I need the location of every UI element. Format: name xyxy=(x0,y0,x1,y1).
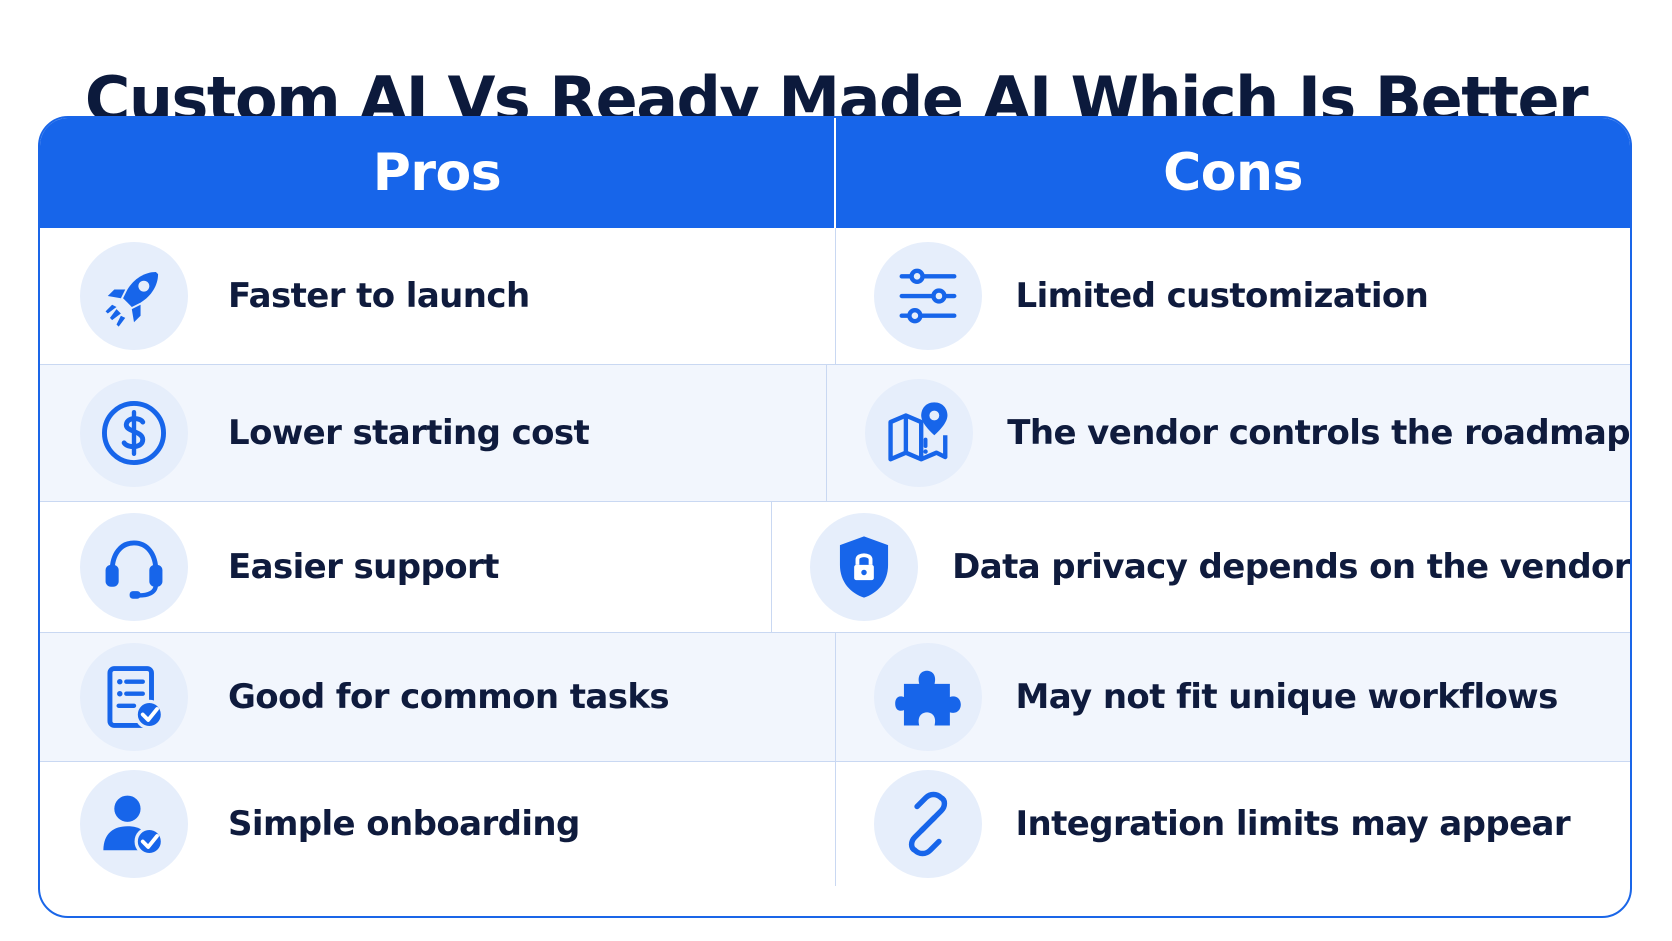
puzzle-icon xyxy=(873,643,982,751)
link-icon xyxy=(873,770,982,878)
pro-text: Good for common tasks xyxy=(228,677,670,717)
dollar-icon xyxy=(80,379,188,487)
pro-cell: Lower starting cost xyxy=(40,365,826,501)
pro-cell: Good for common tasks xyxy=(40,633,835,761)
con-cell: May not fit unique workflows xyxy=(834,633,1631,761)
con-cell: The vendor controls the roadmap xyxy=(826,365,1630,501)
table-row: Good for common tasks May not fit unique… xyxy=(40,632,1630,761)
table-header: Pros Cons xyxy=(40,118,1630,228)
checklist-icon xyxy=(80,643,188,751)
table-row: Easier support Data privacy depends on t… xyxy=(40,501,1630,632)
pro-text: Faster to launch xyxy=(228,276,530,316)
pro-cell: Easier support xyxy=(40,502,771,632)
con-cell: Data privacy depends on the vendor xyxy=(771,502,1630,632)
pro-text: Simple onboarding xyxy=(228,804,580,844)
pro-text: Lower starting cost xyxy=(228,413,590,453)
sliders-icon xyxy=(873,242,982,350)
table-body: Faster to launch xyxy=(40,228,1630,916)
table-row: Lower starting cost The vendor controls … xyxy=(40,364,1630,501)
pro-text: Easier support xyxy=(228,547,499,587)
con-text: May not fit unique workflows xyxy=(1015,677,1559,717)
cons-header: Cons xyxy=(834,118,1630,228)
con-text: Data privacy depends on the vendor xyxy=(952,547,1630,587)
rocket-icon xyxy=(80,242,188,350)
pro-cell: Faster to launch xyxy=(40,228,835,364)
table-row: Simple onboarding Integration limits may… xyxy=(40,761,1630,886)
comparison-table: Pros Cons xyxy=(38,116,1632,918)
map-pin-icon xyxy=(865,379,974,487)
con-cell: Limited customization xyxy=(834,228,1631,364)
con-text: The vendor controls the roadmap xyxy=(1007,413,1630,453)
con-text: Limited customization xyxy=(1015,276,1429,316)
con-text: Integration limits may appear xyxy=(1015,804,1571,844)
headset-icon xyxy=(80,513,188,621)
shield-lock-icon xyxy=(810,513,919,621)
pros-header: Pros xyxy=(372,143,502,203)
user-check-icon xyxy=(80,770,188,878)
table-row: Faster to launch xyxy=(40,228,1630,364)
pro-cell: Simple onboarding xyxy=(40,762,835,886)
con-cell: Integration limits may appear xyxy=(834,762,1631,886)
